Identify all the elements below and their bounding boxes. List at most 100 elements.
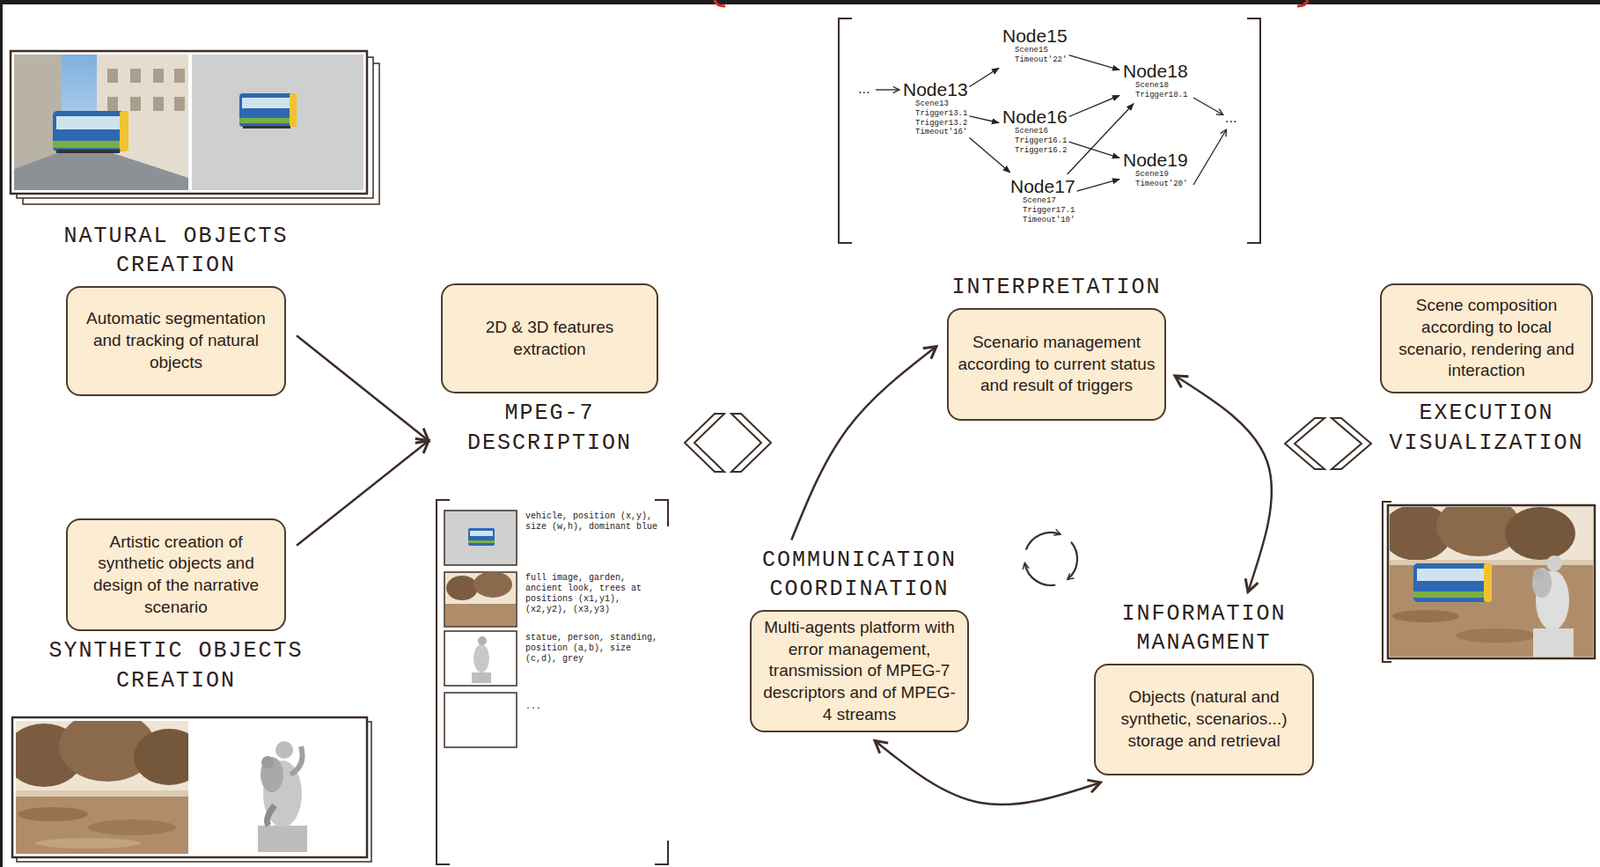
- description-thumbnail: [471, 672, 492, 683]
- stage-heading: NATURAL OBJECTS CREATION: [44, 221, 309, 282]
- scenario-node: Node13Scene13 Trigger13.1 Trigger13.2 Ti…: [902, 79, 969, 138]
- natural-photo: [14, 54, 62, 169]
- box-text: Scenario management according to current…: [957, 331, 1156, 397]
- description-thumbnail: [445, 603, 516, 626]
- graph-bracket: [1247, 18, 1261, 243]
- box-text: Scene composition according to local sce…: [1390, 294, 1583, 382]
- natural-photo: [56, 116, 122, 130]
- natural-photo: [119, 110, 129, 152]
- transition-arrow: [1069, 141, 1120, 158]
- natural-photo: [191, 54, 364, 191]
- natural-photo: [174, 96, 185, 111]
- natural-photo: [153, 96, 164, 111]
- description-thumbnail: [444, 510, 517, 566]
- scenario-node: Node15Scene15 Timeout'22': [1002, 25, 1068, 66]
- graph-bracket: [1193, 130, 1226, 185]
- scenario-node: Node16Scene16 Trigger16.1 Trigger16.2: [1002, 106, 1068, 155]
- rounded-box: Multi-agents platform with error managem…: [749, 609, 969, 733]
- exchange-chevrons: [684, 413, 725, 472]
- transition-arrow: [1077, 179, 1120, 191]
- execution-photo: [1504, 506, 1576, 560]
- rounded-box: Scene composition according to local sce…: [1379, 283, 1593, 394]
- ellipsis-label: ...: [1225, 109, 1237, 126]
- rounded-box: Automatic segmentation and tracking of n…: [66, 286, 287, 397]
- graph-bracket: [875, 88, 899, 90]
- stage-heading: INTERPRETATION: [924, 272, 1189, 303]
- node-title: Node19: [1122, 149, 1189, 170]
- execution-photo: [1389, 506, 1593, 657]
- flow-arrow: [296, 440, 429, 546]
- box-text: Objects (natural and synthetic, scenario…: [1104, 686, 1304, 752]
- natural-photo: [14, 147, 189, 191]
- natural-photo: [107, 68, 118, 83]
- scenario-node: Node17Scene17 Trigger17.1 Timeout'10': [1010, 176, 1076, 225]
- natural-photo: [56, 149, 120, 154]
- synthetic-photo: [17, 807, 89, 822]
- scenario-node: Node19Scene19 Timeout'20': [1122, 149, 1189, 190]
- synthetic-photo: [260, 756, 284, 793]
- natural-photo: [130, 96, 141, 111]
- synthetic-photo: [15, 720, 189, 854]
- stage-heading: SYNTHETIC OBJECTS CREATION: [44, 636, 309, 697]
- transition-arrow: [1069, 55, 1120, 71]
- natural-photo: [174, 68, 185, 83]
- flow-arrow: [296, 335, 429, 441]
- box-text: Multi-agents platform with error managem…: [760, 616, 959, 726]
- stage-heading: COMMUNICATION COORDINATION: [745, 545, 975, 606]
- description-thumbnail: [477, 636, 487, 646]
- synthetic-photo: [88, 819, 177, 836]
- description-thumbnail: [444, 631, 517, 686]
- synthetic-photo: [261, 755, 274, 769]
- execution-photo: [1455, 628, 1537, 643]
- natural-photo: [191, 54, 364, 191]
- node-title: Node16: [1002, 106, 1068, 127]
- execution-photo: [1533, 628, 1574, 657]
- stage-heading: INFORMATION MANAGMENT: [1089, 599, 1319, 660]
- description-thumbnail: [469, 530, 493, 536]
- process-box: INTERPRETATIONScenario management accord…: [946, 272, 1167, 421]
- natural-photo: [14, 54, 189, 191]
- synthetic-photo: [15, 796, 189, 854]
- cycle-icon: [1067, 542, 1078, 580]
- description-thumbnail: [473, 644, 490, 673]
- rounded-box: 2D & 3D features extraction: [440, 283, 659, 394]
- execution-photo: [1483, 563, 1492, 602]
- natural-photo: [14, 54, 189, 191]
- synthetic-photo: [15, 790, 189, 797]
- window-edge: [1297, 0, 1308, 7]
- execution-photo: [1416, 568, 1486, 581]
- description-thumbnail: [468, 528, 495, 546]
- description-thumbnail: [444, 692, 517, 748]
- natural-photo: [289, 93, 297, 127]
- node-title: Node18: [1122, 60, 1189, 81]
- node-details: Scene18 Trigger18.1: [1135, 80, 1188, 101]
- description-text: full image, garden, ancient look, trees …: [525, 572, 668, 616]
- process-box: COMMUNICATION COORDINATIONMulti-agents p…: [749, 545, 969, 734]
- ellipsis-label: ...: [858, 80, 870, 97]
- natural-photo: [153, 68, 164, 83]
- graph-bracket: [1193, 97, 1223, 115]
- box-text: Artistic creation of synthetic objects a…: [76, 531, 276, 619]
- natural-photo: [107, 96, 118, 111]
- transition-arrow: [1069, 95, 1120, 117]
- node-details: Scene16 Trigger16.1 Trigger16.2: [1014, 126, 1067, 155]
- description-bracket: [436, 499, 668, 865]
- node-details: Scene13 Trigger13.1 Trigger13.2 Timeout'…: [915, 99, 968, 138]
- description-thumbnail: [473, 571, 513, 598]
- natural-photo: [52, 140, 125, 148]
- window-edge: [0, 0, 3, 867]
- description-bracket: [654, 840, 668, 865]
- cycle-icon: [1026, 532, 1061, 551]
- execution-photo: [1532, 567, 1552, 598]
- execution-photo: [1546, 555, 1563, 572]
- description-text: statue, person, standing, position (a,b)…: [525, 632, 667, 665]
- synthetic-photo: [133, 728, 189, 786]
- synthetic-photo: [4, 711, 372, 862]
- transition-arrow: [969, 116, 999, 124]
- scenario-node: Node18Scene18 Trigger18.1: [1122, 60, 1189, 101]
- natural-photo: [130, 68, 141, 83]
- natural-photo: [239, 117, 294, 124]
